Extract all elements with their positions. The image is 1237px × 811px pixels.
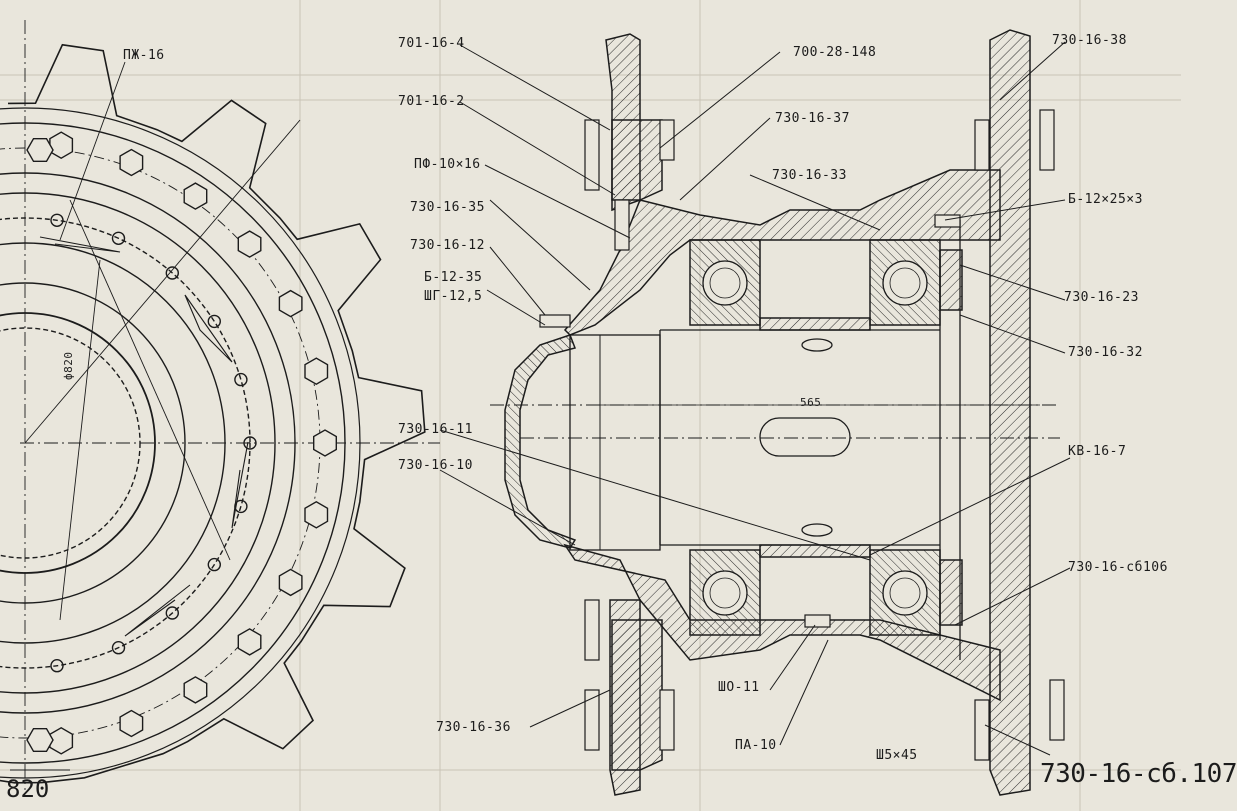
background-table (0, 0, 1181, 811)
assembly-drawing (0, 0, 1181, 811)
page-number-820: 820 (6, 775, 50, 803)
label-pzh: ПЖ-16 (123, 48, 165, 63)
label-730-16-23: 730-16-23 (1064, 290, 1139, 305)
label-700-28-148: 700-28-148 (793, 45, 877, 60)
inner-hole (50, 659, 64, 673)
label-pf: ПФ-10×16 (414, 157, 481, 172)
hub-section (490, 29, 1065, 796)
label-701-16-2: 701-16-2 (398, 94, 465, 109)
label-730-16-12: 730-16-12 (410, 238, 485, 253)
bolt-hex (313, 429, 337, 457)
label-730-16-33: 730-16-33 (772, 168, 847, 183)
drawing-number: 730-16-сб.107 (1040, 759, 1237, 789)
inner-hole (111, 231, 126, 246)
bolt-hex (26, 137, 54, 163)
inner-hole (234, 372, 248, 387)
label-701-16-4: 701-16-4 (398, 36, 465, 51)
label-b-12-25: Б-12×25×3 (1068, 192, 1143, 207)
bolt-hex (304, 500, 329, 529)
label-730-16-sb106: 730-16-сб106 (1068, 560, 1168, 575)
label-kv-16-7: КВ-16-7 (1068, 444, 1127, 459)
bolt-hex (183, 676, 208, 704)
label-730-16-10: 730-16-10 (398, 458, 473, 473)
label-diameter: ф820 (62, 351, 75, 381)
inner-hole (111, 641, 126, 655)
label-730-16-37: 730-16-37 (775, 111, 850, 126)
bolt-hex (26, 728, 54, 752)
label-565: 565 (800, 396, 822, 409)
inner-hole (165, 606, 180, 620)
sprocket-teeth (0, 43, 426, 784)
label-730-16-11: 730-16-11 (398, 422, 473, 437)
bolt-hex (237, 230, 262, 258)
bolt-hex (304, 357, 329, 386)
sprocket-bolts (26, 131, 337, 755)
label-sh5-45: Ш5×45 (876, 748, 918, 763)
leader-lines (439, 41, 1071, 756)
label-730-16-36: 730-16-36 (436, 720, 511, 735)
label-730-16-38: 730-16-38 (1052, 33, 1127, 48)
label-730-16-32: 730-16-32 (1068, 345, 1143, 360)
inner-hole (207, 557, 222, 572)
inner-hole (207, 314, 222, 329)
bolt-hex (237, 628, 262, 656)
label-shg: ШГ-12,5 (424, 289, 483, 304)
inner-hole (50, 213, 64, 228)
bolt-hex (49, 131, 74, 160)
label-b-12-35: Б-12-35 (424, 270, 483, 285)
label-pa-10: ПА-10 (735, 738, 777, 753)
inner-hole (165, 266, 180, 280)
bolt-hex (119, 148, 144, 177)
bolt-hex (119, 709, 144, 738)
bolt-hex (278, 568, 303, 597)
bolt-hex (278, 289, 303, 318)
label-sho-11: ШО-11 (718, 680, 760, 695)
inner-hole (243, 436, 257, 450)
label-730-16-35: 730-16-35 (410, 200, 485, 215)
bolt-hex (183, 182, 208, 210)
sprocket-view (0, 20, 440, 790)
